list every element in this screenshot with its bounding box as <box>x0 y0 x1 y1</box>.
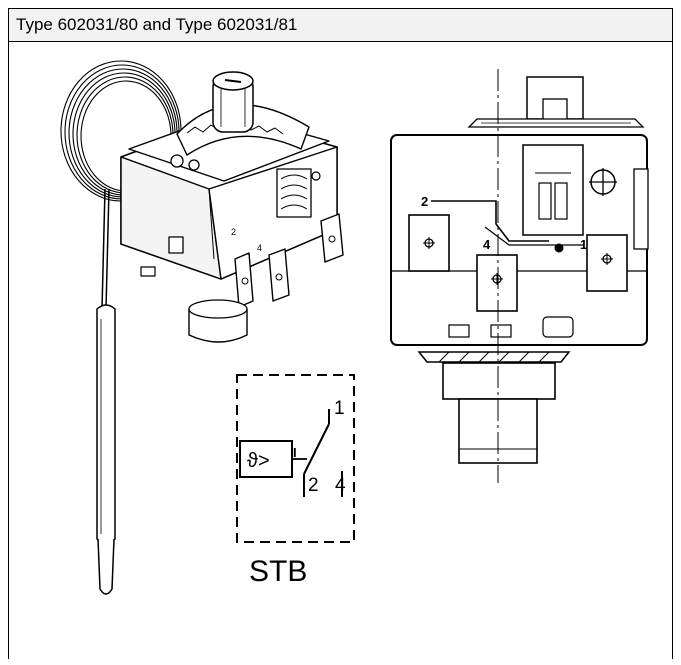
table-header: Type 602031/80 and Type 602031/81 <box>9 9 672 42</box>
schematic-terminal-1: 1 <box>334 398 345 419</box>
product-table-cell: Type 602031/80 and Type 602031/81 <box>8 8 673 659</box>
front-terminal-4-label: 4 <box>483 237 491 252</box>
product-drawing: 2 4 <box>60 60 649 595</box>
thermostat-front-view: 2 4 1 <box>390 69 649 483</box>
temperature-sensor-symbol <box>239 440 293 478</box>
reset-mark: I <box>293 445 297 460</box>
svg-text:4: 4 <box>257 243 262 253</box>
schematic-terminal-4: 4 <box>335 475 346 496</box>
front-terminal-2-label: 2 <box>421 194 428 209</box>
schematic-terminal-2: 2 <box>308 475 319 496</box>
svg-text:2: 2 <box>231 227 236 237</box>
stb-caption: STB <box>249 555 307 588</box>
thermostat-3d-view: 2 4 <box>120 71 344 343</box>
front-terminal-1-label: 1 <box>580 237 587 252</box>
product-figure: 2 4 <box>9 42 674 660</box>
stb-schematic: ϑ> I 1 2 4 STB <box>236 374 355 588</box>
theta-symbol-label: ϑ> <box>247 450 270 472</box>
